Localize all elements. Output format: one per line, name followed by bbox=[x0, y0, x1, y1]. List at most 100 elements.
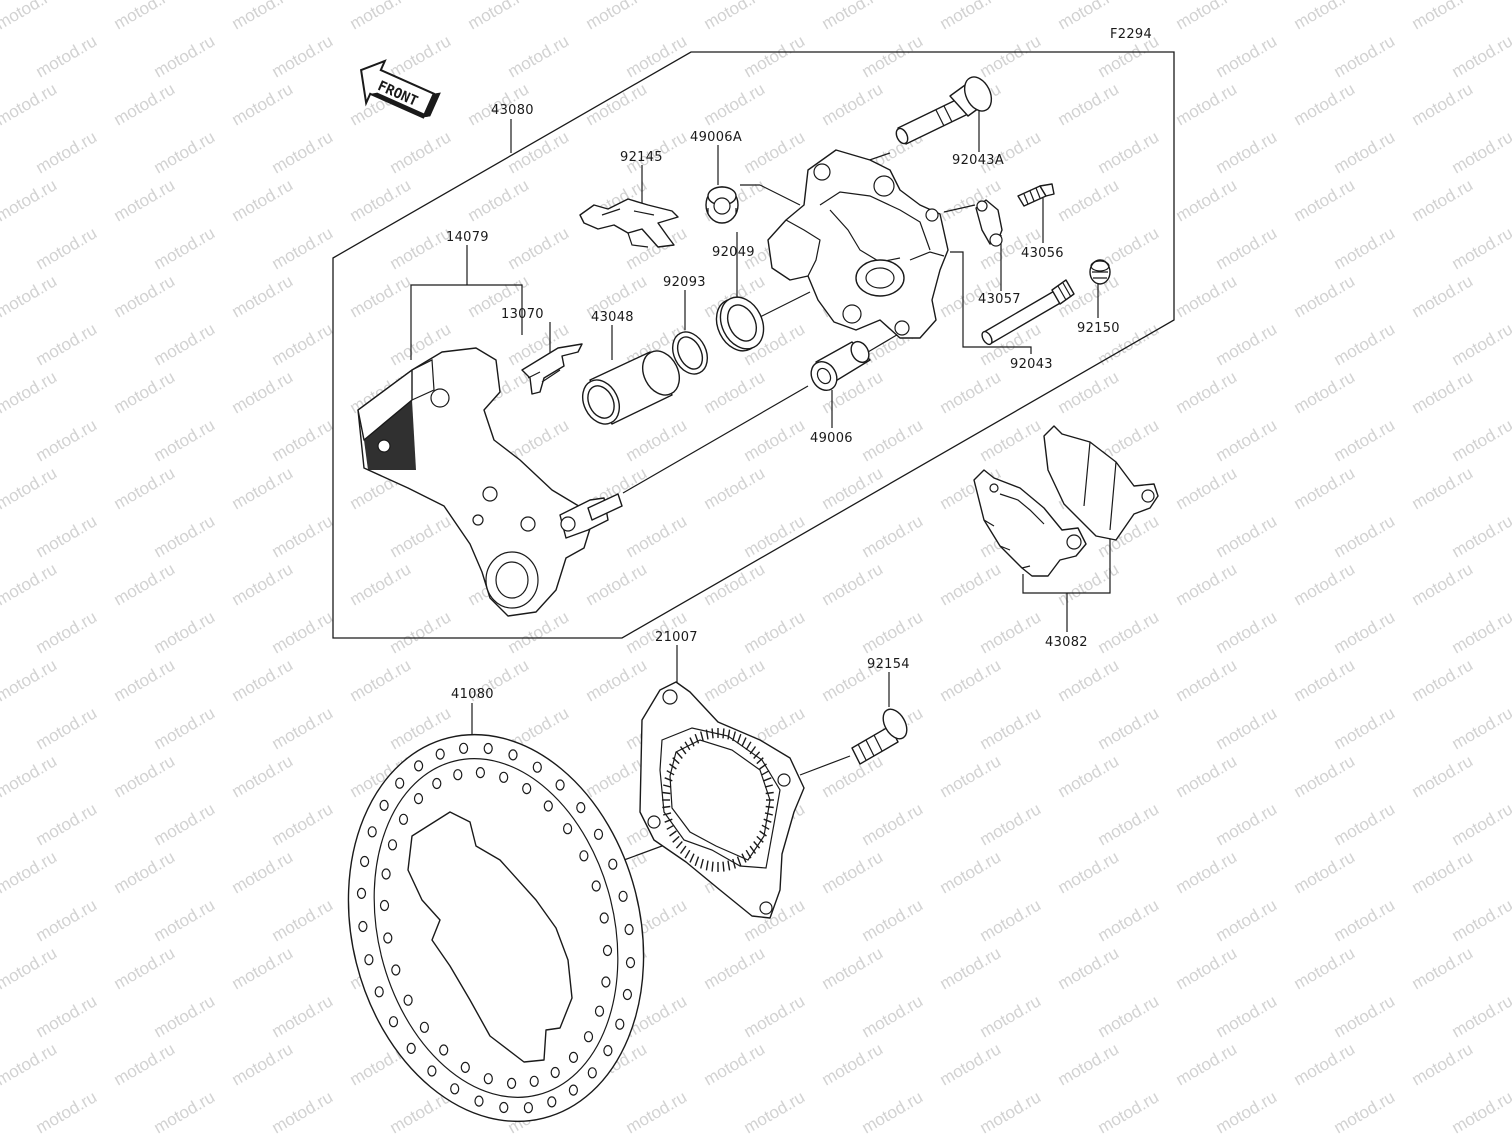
disc-hole bbox=[415, 761, 423, 771]
watermark-text: motod.ru bbox=[1291, 559, 1359, 609]
watermark-text: motod.ru bbox=[1331, 1087, 1399, 1134]
disc-hole bbox=[523, 784, 531, 794]
watermark-text: motod.ru bbox=[819, 943, 887, 993]
watermark-text: motod.ru bbox=[1173, 175, 1241, 225]
watermark-text: motod.ru bbox=[701, 367, 769, 417]
watermark-text: motod.ru bbox=[741, 1087, 809, 1134]
watermark-text: motod.ru bbox=[1449, 607, 1512, 657]
watermark-text: motod.ru bbox=[1055, 559, 1123, 609]
watermark-text: motod.ru bbox=[1409, 943, 1477, 993]
watermark-text: motod.ru bbox=[111, 751, 179, 801]
watermark-text: motod.ru bbox=[347, 0, 415, 33]
watermark-text: motod.ru bbox=[1095, 127, 1163, 177]
watermark-text: motod.ru bbox=[229, 1039, 297, 1089]
abs-tooth bbox=[766, 793, 774, 794]
watermark-text: motod.ru bbox=[347, 655, 415, 705]
watermark-text: motod.ru bbox=[741, 991, 809, 1041]
watermark-text: motod.ru bbox=[937, 559, 1005, 609]
watermark-text: motod.ru bbox=[33, 1087, 101, 1134]
watermark-text: motod.ru bbox=[701, 559, 769, 609]
watermark-text: motod.ru bbox=[269, 511, 337, 561]
watermark-text: motod.ru bbox=[1055, 367, 1123, 417]
watermark-text: motod.ru bbox=[1409, 0, 1477, 33]
disc-hole bbox=[627, 958, 635, 968]
watermark-text: motod.ru bbox=[33, 319, 101, 369]
label-21007: 21007 bbox=[655, 630, 698, 645]
watermark-text: motod.ru bbox=[1213, 319, 1281, 369]
watermark-text: motod.ru bbox=[33, 607, 101, 657]
label-92093: 92093 bbox=[663, 275, 706, 290]
watermark-text: motod.ru bbox=[859, 1087, 927, 1134]
watermark-text: motod.ru bbox=[269, 1087, 337, 1134]
disc-hole bbox=[596, 1006, 604, 1016]
watermark-text: motod.ru bbox=[151, 31, 219, 81]
watermark-text: motod.ru bbox=[151, 607, 219, 657]
disc-hole bbox=[400, 814, 408, 824]
watermark-text: motod.ru bbox=[819, 79, 887, 129]
watermark-text: motod.ru bbox=[1291, 463, 1359, 513]
disc-hole bbox=[389, 840, 397, 850]
watermark-text: motod.ru bbox=[1409, 271, 1477, 321]
disc-hole bbox=[375, 987, 383, 997]
watermark-text: motod.ru bbox=[819, 0, 887, 33]
disc-hole bbox=[588, 1068, 596, 1078]
watermark-text: motod.ru bbox=[111, 655, 179, 705]
disc-hole bbox=[548, 1097, 556, 1107]
watermark-text: motod.ru bbox=[0, 79, 60, 129]
watermark-text: motod.ru bbox=[1213, 415, 1281, 465]
pad-spring bbox=[580, 199, 678, 247]
watermark-text: motod.ru bbox=[111, 175, 179, 225]
watermark-text: motod.ru bbox=[1213, 991, 1281, 1041]
watermark-text: motod.ru bbox=[151, 799, 219, 849]
label-14079: 14079 bbox=[446, 230, 489, 245]
watermark-text: motod.ru bbox=[937, 1039, 1005, 1089]
disc-hole bbox=[595, 829, 603, 839]
watermark-text: motod.ru bbox=[1331, 31, 1399, 81]
abs-tooth bbox=[723, 862, 724, 872]
watermark-text: motod.ru bbox=[229, 559, 297, 609]
watermark-text: motod.ru bbox=[1213, 895, 1281, 945]
bleeder-valve bbox=[1018, 184, 1054, 206]
watermark-text: motod.ru bbox=[1095, 607, 1163, 657]
watermark-text: motod.ru bbox=[111, 0, 179, 33]
watermark-text: motod.ru bbox=[977, 415, 1045, 465]
disc-hole bbox=[604, 1046, 612, 1056]
abs-tooth bbox=[712, 728, 713, 738]
disc-hole bbox=[500, 1103, 508, 1113]
watermark-text: motod.ru bbox=[1331, 895, 1399, 945]
watermark-text: motod.ru bbox=[1409, 847, 1477, 897]
watermark-text: motod.ru bbox=[151, 223, 219, 273]
disc-hole bbox=[604, 946, 612, 956]
watermark-text: motod.ru bbox=[1213, 799, 1281, 849]
watermark-text: motod.ru bbox=[387, 607, 455, 657]
watermark-text: motod.ru bbox=[1409, 655, 1477, 705]
watermark-text: motod.ru bbox=[977, 703, 1045, 753]
disc-hole bbox=[365, 955, 373, 965]
label-92043: 92043 bbox=[1010, 357, 1053, 372]
disc-hole bbox=[475, 1096, 483, 1106]
label-92145: 92145 bbox=[620, 150, 663, 165]
watermark-text: motod.ru bbox=[859, 415, 927, 465]
disc-hole bbox=[381, 901, 389, 911]
watermark-text: motod.ru bbox=[1095, 799, 1163, 849]
watermark-text: motod.ru bbox=[229, 79, 297, 129]
watermark-text: motod.ru bbox=[701, 655, 769, 705]
abs-tooth bbox=[712, 862, 713, 872]
watermark-text: motod.ru bbox=[741, 31, 809, 81]
watermark-text: motod.ru bbox=[387, 127, 455, 177]
watermark-text: motod.ru bbox=[819, 559, 887, 609]
watermark-text: motod.ru bbox=[859, 799, 927, 849]
watermark-text: motod.ru bbox=[33, 799, 101, 849]
disc-hole bbox=[436, 749, 444, 759]
watermark-text: motod.ru bbox=[1449, 799, 1512, 849]
watermark-text: motod.ru bbox=[229, 751, 297, 801]
watermark-text: motod.ru bbox=[1409, 463, 1477, 513]
disc-hole bbox=[600, 913, 608, 923]
disc-hole bbox=[625, 925, 633, 935]
abs-tooth bbox=[723, 728, 724, 738]
watermark-text: motod.ru bbox=[1095, 703, 1163, 753]
disc-hole bbox=[530, 1076, 538, 1086]
watermark-text: motod.ru bbox=[1213, 703, 1281, 753]
watermark-text: motod.ru bbox=[229, 943, 297, 993]
abs-tooth bbox=[662, 807, 670, 808]
